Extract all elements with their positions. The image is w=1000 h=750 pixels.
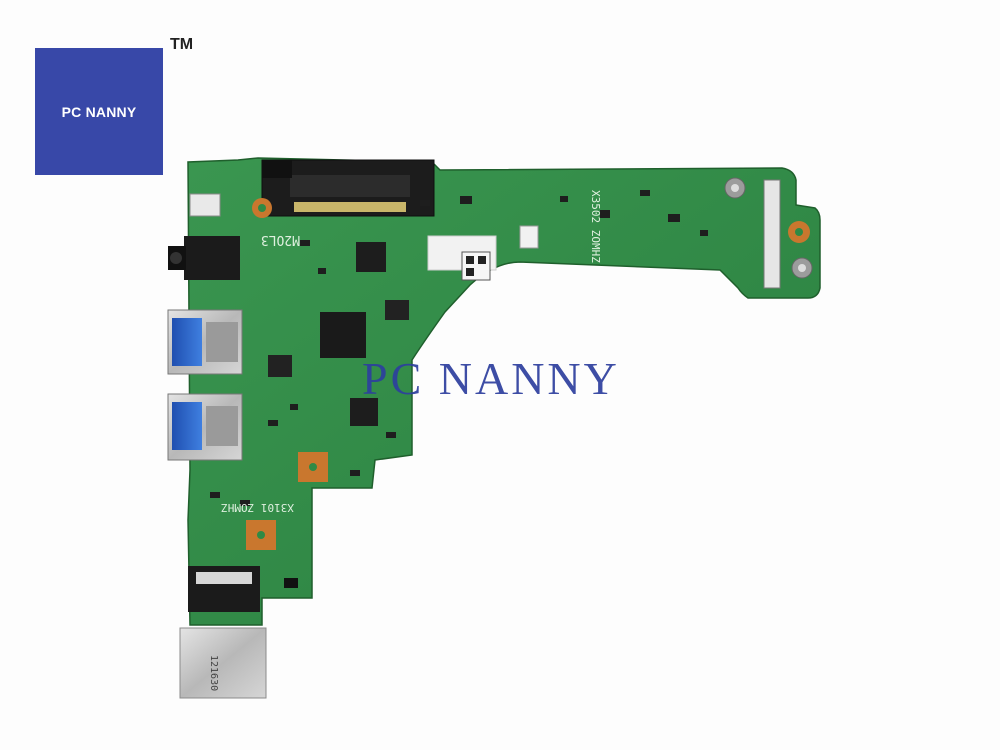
chip-2 bbox=[356, 242, 386, 272]
usb-port-2 bbox=[167, 393, 243, 461]
small-white-connector bbox=[519, 225, 539, 249]
audio-jack bbox=[168, 236, 240, 280]
pcb-board bbox=[187, 157, 821, 626]
trademark-mark: TM bbox=[170, 36, 194, 53]
chip-4 bbox=[385, 300, 409, 320]
usb-port-1 bbox=[167, 309, 243, 375]
metal-plate bbox=[179, 627, 267, 699]
small-component bbox=[284, 578, 298, 588]
chip-main bbox=[320, 312, 366, 358]
metal-plate-label: 121630 bbox=[208, 655, 219, 691]
chip-3 bbox=[350, 398, 378, 426]
small-ribbon-connector bbox=[189, 193, 221, 217]
brand-logo-text: PC NANNY bbox=[61, 103, 137, 120]
chip-5 bbox=[268, 355, 292, 377]
silkscreen-label-top: M2OL3 bbox=[261, 232, 300, 247]
silkscreen-label-bottom: X3101 ZOMHZ bbox=[221, 501, 294, 514]
silkscreen-label-right: X3502 ZOMHZ bbox=[589, 190, 602, 263]
watermark-text: PC NANNY bbox=[362, 353, 620, 404]
brand-logo: PC NANNY bbox=[35, 48, 163, 175]
fpc-connector bbox=[763, 179, 781, 289]
sata-connector bbox=[261, 159, 435, 217]
